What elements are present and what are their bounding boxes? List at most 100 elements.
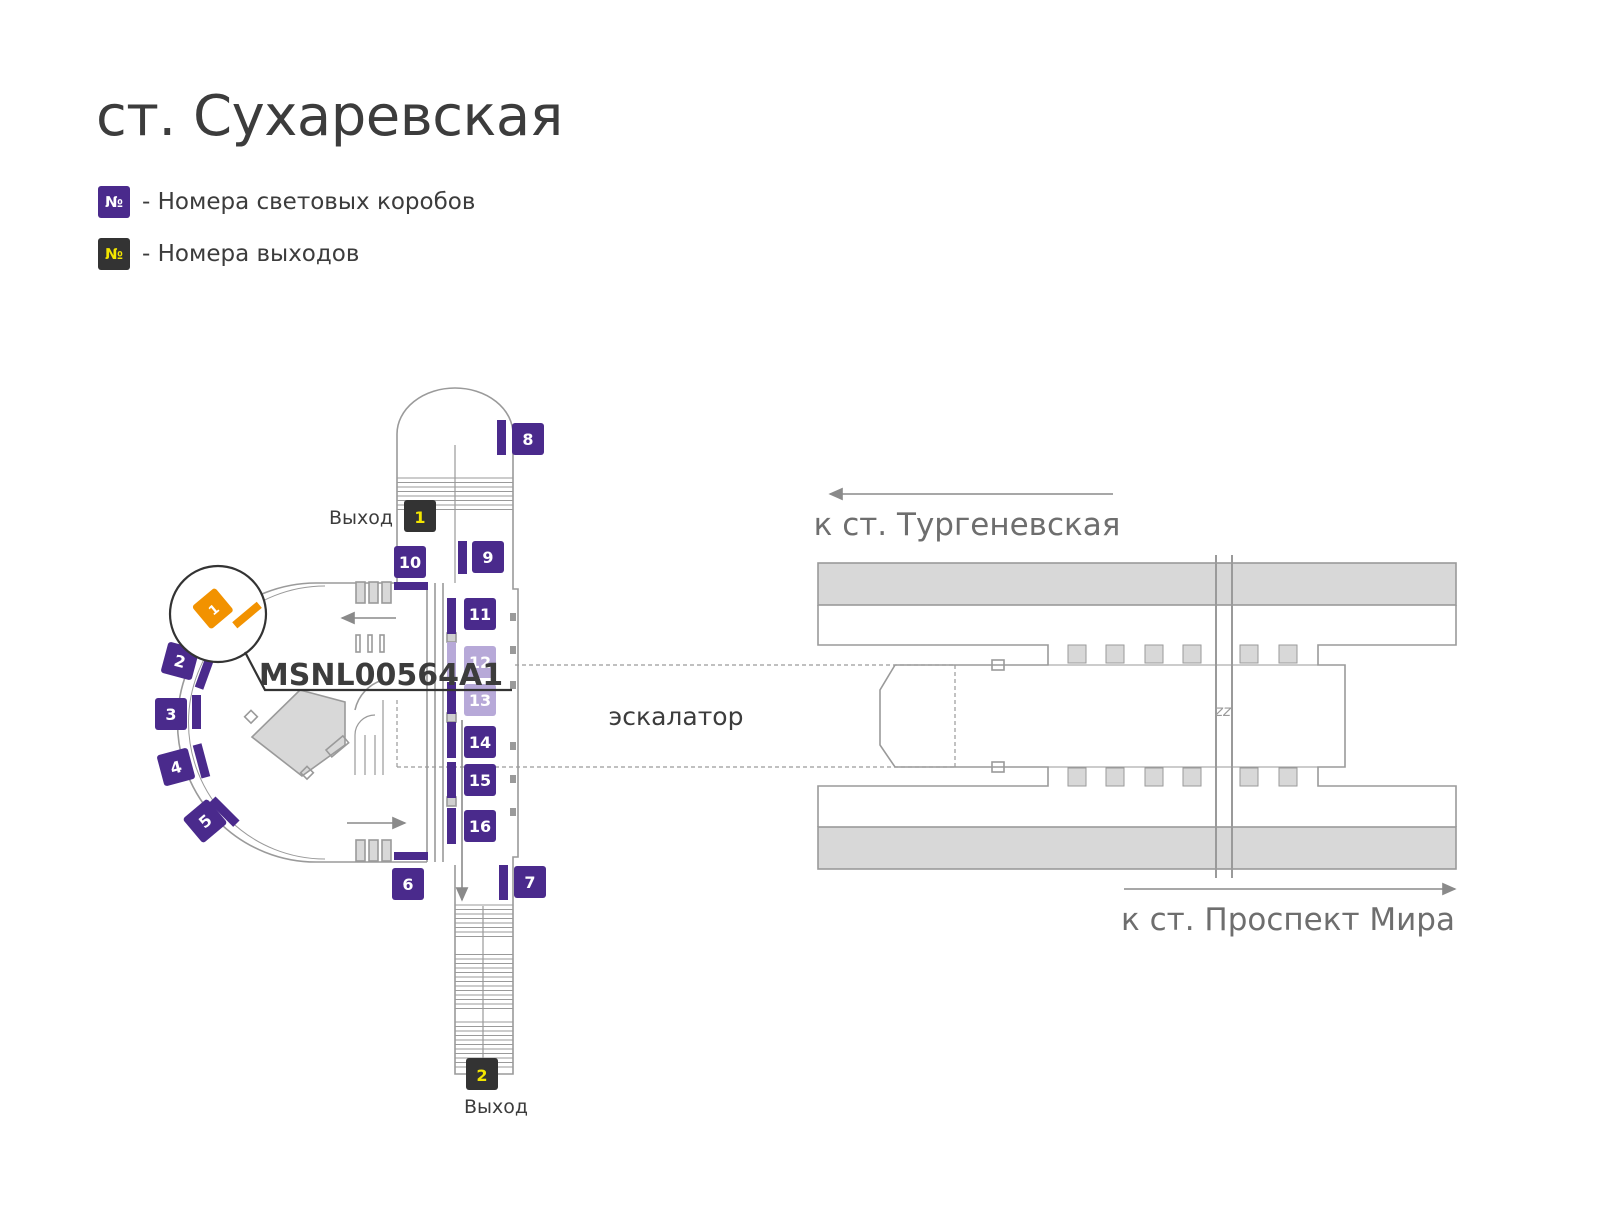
lightbox-4-number: 4 <box>168 757 184 778</box>
ticket-hall-block <box>250 689 346 777</box>
lightbox-14[interactable]: 14 <box>464 726 496 758</box>
lightbox-9-number: 9 <box>482 548 493 567</box>
platform <box>817 555 1457 878</box>
lightbox-13[interactable]: 13 <box>464 684 496 716</box>
lightbox-3-number: 3 <box>165 705 176 724</box>
exit-2[interactable]: 2 Выход <box>464 1058 528 1118</box>
lightbox-15-chip <box>464 764 496 796</box>
lightbox-16-chip <box>464 810 496 842</box>
lightbox-10-number: 10 <box>399 553 421 572</box>
column-top-5 <box>1239 644 1259 664</box>
platform-notch-top <box>991 659 1005 671</box>
corridor-outline <box>396 387 519 1075</box>
lightbox-9-chip <box>472 541 504 573</box>
turnstile-bottom-3 <box>381 839 392 862</box>
lightbox-10[interactable]: 10 <box>394 546 426 578</box>
lightbox-legend-icon: № <box>98 186 130 218</box>
track-top <box>817 562 1457 606</box>
turnstile-mid-2 <box>367 634 373 653</box>
lightbox-7-chip <box>514 866 546 898</box>
lightbox-15-number: 15 <box>469 771 491 790</box>
column-top-6 <box>1278 644 1298 664</box>
lightbox-6[interactable]: 6 <box>392 868 424 900</box>
escalator-label: эскалатор <box>609 702 744 731</box>
lightbox-8[interactable]: 8 <box>512 423 544 455</box>
turnstile-top-3 <box>381 581 392 604</box>
platform-columns <box>1067 644 1298 787</box>
lightbox-16-number: 16 <box>469 817 491 836</box>
vestibule <box>176 387 519 1075</box>
column-top-4 <box>1182 644 1202 664</box>
zz-mark: zz <box>1214 702 1232 720</box>
wall-marker-1 <box>446 632 457 643</box>
legend-exit: № - Номера выходов <box>98 238 359 270</box>
column-top-1 <box>1067 644 1087 664</box>
wall-ticks <box>510 613 516 816</box>
lightbox-5[interactable]: 5 <box>182 798 227 843</box>
lightbox-8-chip <box>512 423 544 455</box>
pillar-a <box>243 709 259 725</box>
lightbox-5-chip <box>183 799 227 843</box>
platform-right-edge <box>1317 605 1457 827</box>
turnstile-mid-1 <box>355 634 361 653</box>
lightbox-4[interactable]: 4 <box>156 747 195 786</box>
turnstile-top-2 <box>368 581 379 604</box>
turnstile-bottom-1 <box>355 839 366 862</box>
turnstile-top-1 <box>355 581 366 604</box>
legend-lightbox: № - Номера световых коробов <box>98 186 475 218</box>
lightbox-12-chip <box>464 646 496 678</box>
lightbox-12-number: 12 <box>469 653 491 672</box>
stairs <box>397 477 513 1068</box>
lightbox-4-chip <box>157 748 195 786</box>
lightbox-16[interactable]: 16 <box>464 810 496 842</box>
callout-leader-line <box>244 651 512 692</box>
exit-2-number: 2 <box>476 1066 487 1085</box>
lightbox-3[interactable]: 3 <box>155 698 187 730</box>
column-bottom-5 <box>1239 767 1259 787</box>
lightbox-strips <box>192 420 508 900</box>
exit-2-label: Выход <box>464 1096 528 1118</box>
turnstile-arc <box>354 679 384 711</box>
lightbox-11-number: 11 <box>469 605 491 624</box>
lightbox-15[interactable]: 15 <box>464 764 496 796</box>
platform-notch-bottom <box>991 761 1005 773</box>
lightbox-14-chip <box>464 726 496 758</box>
legend-exit-text: - Номера выходов <box>142 241 360 267</box>
exit-1-label: Выход <box>329 507 393 529</box>
exit-2-chip <box>466 1058 498 1090</box>
turnstile-mid-3 <box>379 634 385 653</box>
exit-1-number: 1 <box>414 508 425 527</box>
lightbox-12[interactable]: 12 <box>464 646 496 678</box>
turnstile-bottom-2 <box>368 839 379 862</box>
lightbox-2-number: 2 <box>172 651 188 672</box>
lightbox-8-number: 8 <box>522 430 533 449</box>
wall-marker-2 <box>446 712 457 723</box>
column-top-2 <box>1105 644 1125 664</box>
lightbox-13-chip <box>464 684 496 716</box>
column-bottom-1 <box>1067 767 1087 787</box>
exit-1[interactable]: 1 Выход <box>329 500 436 532</box>
page-title: ст. Сухаревская <box>96 84 563 149</box>
legend-lightbox-text: - Номера световых коробов <box>142 189 476 215</box>
highlight-lightbox-icon: 1 <box>192 588 262 629</box>
lightbox-10-chip <box>394 546 426 578</box>
bench <box>324 734 350 759</box>
direction-right-label: к ст. Проспект Мира <box>1121 902 1455 938</box>
highlight-code: MSNL00564A1 <box>259 658 503 693</box>
lightbox-14-number: 14 <box>469 733 491 752</box>
lightbox-11[interactable]: 11 <box>464 598 496 630</box>
exit-legend-icon: № <box>98 238 130 270</box>
lightbox-7[interactable]: 7 <box>514 866 546 898</box>
highlight-callout[interactable]: 1 MSNL00564A1 <box>168 564 512 693</box>
pillar-b <box>299 765 315 781</box>
platform-left-edge <box>817 605 1049 827</box>
lightbox-11-chip <box>464 598 496 630</box>
exit-1-chip <box>404 500 436 532</box>
column-bottom-4 <box>1182 767 1202 787</box>
lightbox-7-number: 7 <box>524 873 535 892</box>
lightbox-3-chip <box>155 698 187 730</box>
lightbox-13-number: 13 <box>469 691 491 710</box>
lightbox-9[interactable]: 9 <box>472 541 504 573</box>
